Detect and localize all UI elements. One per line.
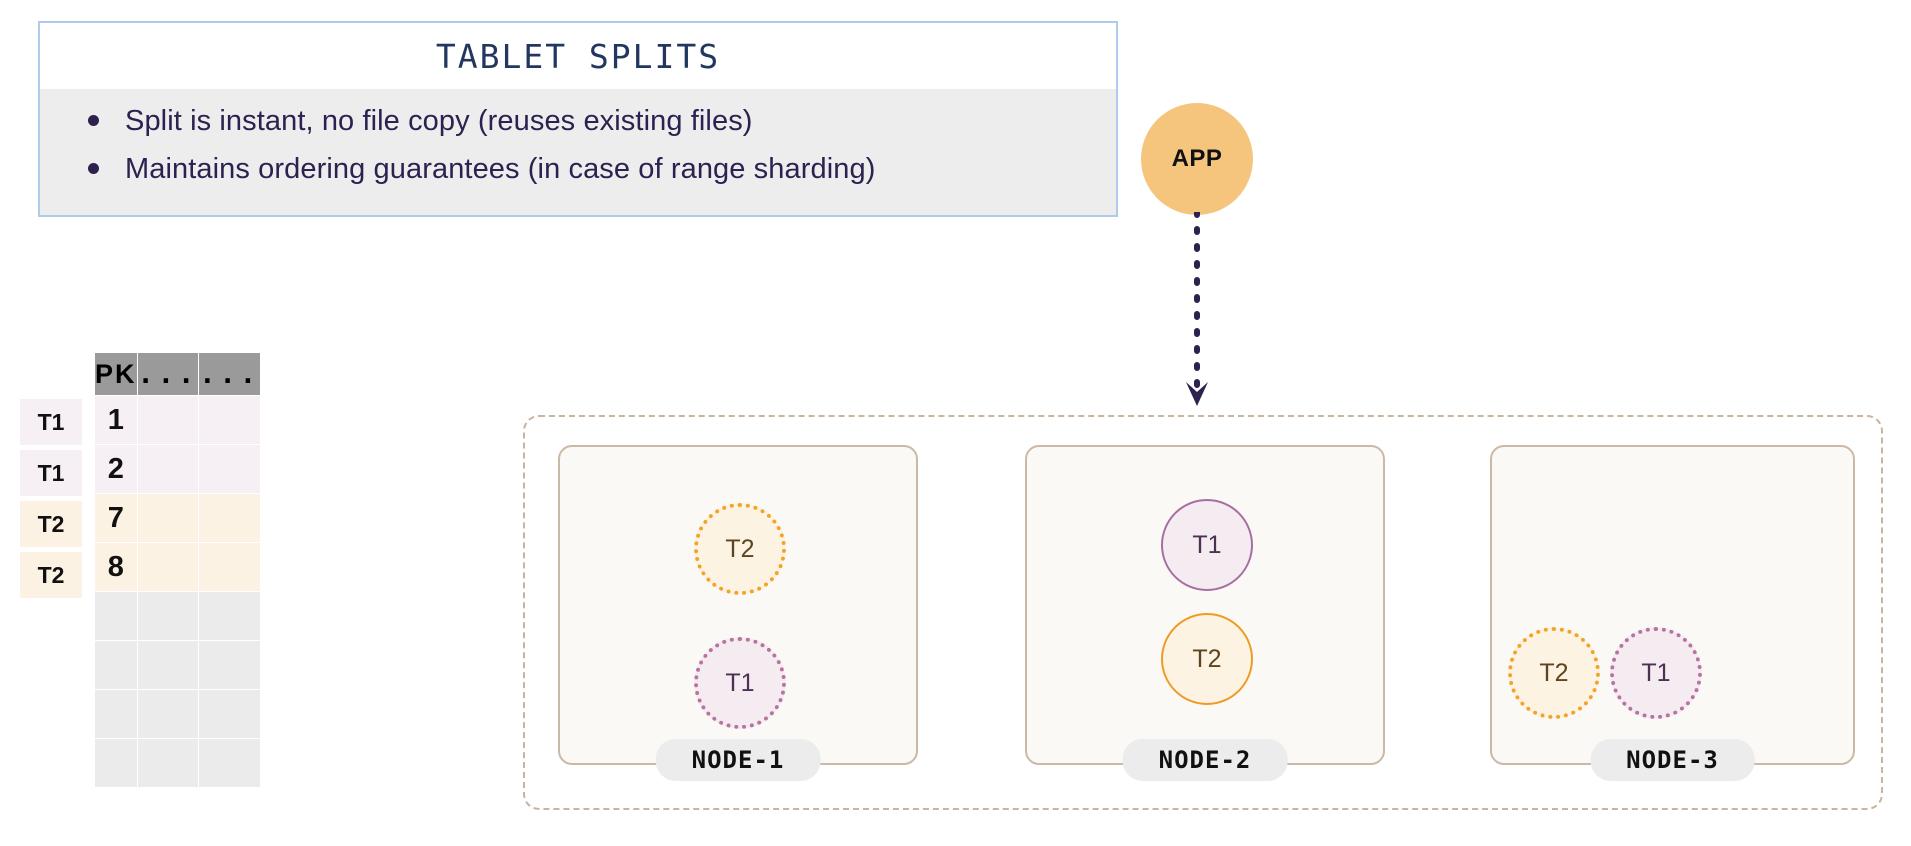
cell-col2 [136,591,200,641]
table-header-col2: ... [136,352,200,396]
cell-col3 [198,640,262,690]
tablet-t2: T2 [694,503,786,595]
app-label: APP [1171,145,1223,172]
row-tag: T1 [20,399,82,445]
cell-col2 [136,542,200,592]
cell-pk [94,640,138,690]
cell-pk [94,689,138,739]
row-tag: T1 [20,450,82,496]
node-label-3: NODE-3 [1590,739,1755,781]
table-row: 2 [94,444,262,494]
table-row [94,640,262,690]
cell-pk [94,591,138,641]
table-row [94,738,262,788]
panel-body: Split is instant, no file copy (reuses e… [40,89,1116,216]
cell-col3 [198,395,262,445]
cell-col2 [136,640,200,690]
row-tag: T2 [20,501,82,547]
cell-pk: 2 [94,444,138,494]
table-row [94,591,262,641]
table-header-pk: PK [94,352,138,396]
app-to-cluster-arrow-icon [1186,212,1208,406]
bullet-item: Split is instant, no file copy (reuses e… [62,99,1094,143]
cell-col3 [198,493,262,543]
node-label-1: NODE-1 [655,739,821,781]
table-header-col3: ... [198,352,262,396]
cell-col3 [198,542,262,592]
cell-col2 [136,395,200,445]
cell-col2 [136,493,200,543]
cell-col2 [136,444,200,494]
cell-pk [94,738,138,788]
table-row: 1 [94,395,262,445]
panel-title: TABLET SPLITS [40,23,1116,89]
tablet-splits-panel: TABLET SPLITS Split is instant, no file … [38,21,1118,218]
cell-pk: 8 [94,542,138,592]
table-row: 8 [94,542,262,592]
bullet-dot-icon [88,163,99,175]
row-tag: T2 [20,552,82,598]
table-row [94,689,262,739]
bullet-text: Split is instant, no file copy (reuses e… [125,105,753,137]
cell-col3 [198,444,262,494]
bullet-dot-icon [88,115,99,126]
table-header-row: PK ... ... [94,352,262,396]
tablet-t2: T2 [1161,613,1253,705]
table-row: 7 [94,493,262,543]
cell-col3 [198,689,262,739]
tablet-t1: T1 [1161,499,1253,591]
node-label-2: NODE-2 [1122,739,1288,781]
cell-pk: 7 [94,493,138,543]
cell-col2 [136,738,200,788]
app-node: APP [1141,103,1253,215]
cell-pk: 1 [94,395,138,445]
tablet-t1: T1 [694,637,786,729]
tablet-t1: T1 [1610,627,1702,719]
bullet-item: Maintains ordering guarantees (in case o… [62,147,1094,191]
bullet-text: Maintains ordering guarantees (in case o… [125,153,876,186]
tablet-t2: T2 [1508,627,1600,719]
cell-col3 [198,591,262,641]
cell-col3 [198,738,262,788]
cell-col2 [136,689,200,739]
